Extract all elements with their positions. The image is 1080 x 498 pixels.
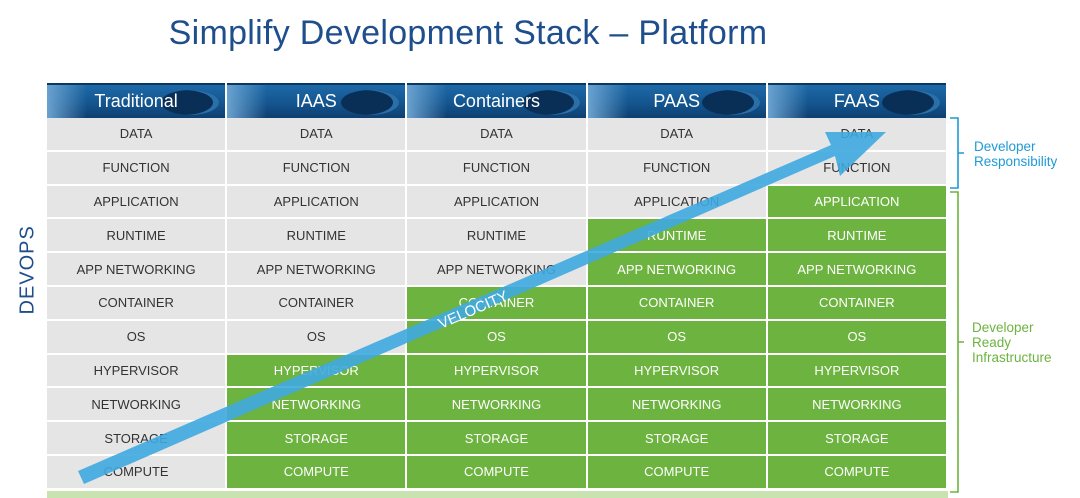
layer-cell-faas-networking: NETWORKING xyxy=(767,388,946,421)
layer-cell-paas-app-networking: APP NETWORKING xyxy=(587,253,766,285)
layer-cell-paas-runtime: RUNTIME xyxy=(587,219,766,252)
developer-responsibility-line-2: Responsibility xyxy=(974,154,1058,169)
layer-cell-paas-container: CONTAINER xyxy=(587,286,766,319)
layer-cell-faas-app-networking: APP NETWORKING xyxy=(767,253,946,285)
layer-cell-containers-application: APPLICATION xyxy=(407,185,586,218)
layer-cell-containers-data: DATA xyxy=(407,118,586,150)
header-shade xyxy=(767,85,808,118)
header-swoosh xyxy=(161,90,220,115)
column-header-iaas: IAAS xyxy=(227,83,406,118)
layer-cell-paas-os: OS xyxy=(587,320,766,353)
layer-cell-faas-runtime: RUNTIME xyxy=(767,219,946,252)
ready-infrastructure-label: Developer Ready Infrastructure xyxy=(972,320,1052,365)
layer-cell-faas-compute: COMPUTE xyxy=(767,455,946,488)
layer-cell-containers-os: OS xyxy=(407,320,586,353)
layer-cell-traditional-data: DATA xyxy=(47,118,226,150)
layer-cell-containers-networking: NETWORKING xyxy=(407,388,586,421)
column-header-paas: PAAS xyxy=(587,83,766,118)
layer-cell-containers-function: FUNCTION xyxy=(407,151,586,184)
layer-cell-traditional-app-networking: APP NETWORKING xyxy=(47,253,226,285)
ready-infrastructure-line-3: Infrastructure xyxy=(972,350,1052,365)
layer-cell-containers-app-networking: APP NETWORKING xyxy=(407,253,586,285)
layer-cell-faas-os: OS xyxy=(767,320,946,353)
layer-cell-traditional-networking: NETWORKING xyxy=(47,388,226,421)
layer-cell-iaas-runtime: RUNTIME xyxy=(227,219,406,252)
layer-cell-iaas-data: DATA xyxy=(227,118,406,150)
layer-cell-containers-hypervisor: HYPERVISOR xyxy=(407,354,586,387)
header-swoosh xyxy=(881,90,940,115)
layer-cell-iaas-function: FUNCTION xyxy=(227,151,406,184)
layer-cell-faas-application: APPLICATION xyxy=(767,185,946,218)
layer-cell-containers-storage: STORAGE xyxy=(407,422,586,454)
column-header-containers: Containers xyxy=(407,83,586,118)
layer-cell-paas-networking: NETWORKING xyxy=(587,388,766,421)
ready-infrastructure-bracket xyxy=(950,191,964,493)
green-base-bar xyxy=(47,491,948,498)
header-shade xyxy=(227,85,268,118)
layer-cell-traditional-hypervisor: HYPERVISOR xyxy=(47,354,226,387)
layer-cell-iaas-os: OS xyxy=(227,320,406,353)
layer-cell-faas-data: DATA xyxy=(767,118,946,150)
layer-cell-traditional-os: OS xyxy=(47,320,226,353)
header-swoosh xyxy=(701,90,760,115)
layer-cell-traditional-application: APPLICATION xyxy=(47,185,226,218)
column-header-label: FAAS xyxy=(833,91,880,111)
layer-cell-faas-container: CONTAINER xyxy=(767,286,946,319)
developer-responsibility-label: Developer Responsibility xyxy=(974,139,1057,169)
layer-cell-paas-storage: STORAGE xyxy=(587,422,766,454)
column-header-label: PAAS xyxy=(653,91,700,111)
layer-cell-paas-compute: COMPUTE xyxy=(587,455,766,488)
header-shade xyxy=(47,85,87,118)
column-header-traditional: Traditional xyxy=(47,83,226,118)
ready-infrastructure-line-2: Ready xyxy=(972,335,1012,350)
ready-infrastructure-line-1: Developer xyxy=(972,320,1034,335)
layer-cell-containers-container: CONTAINER xyxy=(407,286,586,319)
layer-cell-paas-data: DATA xyxy=(587,118,766,150)
devops-label: DEVOPS xyxy=(16,225,39,315)
column-header-label: IAAS xyxy=(295,91,337,111)
developer-responsibility-line-1: Developer xyxy=(974,139,1036,154)
developer-responsibility-bracket xyxy=(950,117,964,189)
page-title: Simplify Development Stack – Platform xyxy=(168,14,768,52)
column-header-label: Traditional xyxy=(94,91,178,111)
column-header-label: Containers xyxy=(452,91,540,111)
layer-cell-faas-hypervisor: HYPERVISOR xyxy=(767,354,946,387)
layer-cell-iaas-hypervisor: HYPERVISOR xyxy=(227,354,406,387)
layer-cell-iaas-container: CONTAINER xyxy=(227,286,406,319)
header-swoosh xyxy=(341,90,400,115)
layer-cell-iaas-application: APPLICATION xyxy=(227,185,406,218)
header-swoosh xyxy=(521,90,580,115)
layer-cell-traditional-container: CONTAINER xyxy=(47,286,226,319)
layer-cell-paas-application: APPLICATION xyxy=(587,185,766,218)
layer-cell-traditional-function: FUNCTION xyxy=(47,151,226,184)
layer-cell-containers-runtime: RUNTIME xyxy=(407,219,586,252)
layer-cell-faas-function: FUNCTION xyxy=(767,151,946,184)
layer-cell-traditional-storage: STORAGE xyxy=(47,422,226,454)
header-shade xyxy=(407,85,448,118)
layer-cell-faas-storage: STORAGE xyxy=(767,422,946,454)
layer-cell-iaas-app-networking: APP NETWORKING xyxy=(227,253,406,285)
header-shade xyxy=(587,85,628,118)
layer-cell-traditional-compute: COMPUTE xyxy=(47,455,226,488)
layer-cell-paas-hypervisor: HYPERVISOR xyxy=(587,354,766,387)
layer-cell-paas-function: FUNCTION xyxy=(587,151,766,184)
column-header-faas: FAAS xyxy=(767,83,946,118)
layer-cell-iaas-storage: STORAGE xyxy=(227,422,406,454)
layer-cell-traditional-runtime: RUNTIME xyxy=(47,219,226,252)
layer-cell-iaas-compute: COMPUTE xyxy=(227,455,406,488)
layer-cell-containers-compute: COMPUTE xyxy=(407,455,586,488)
layer-cell-iaas-networking: NETWORKING xyxy=(227,388,406,421)
